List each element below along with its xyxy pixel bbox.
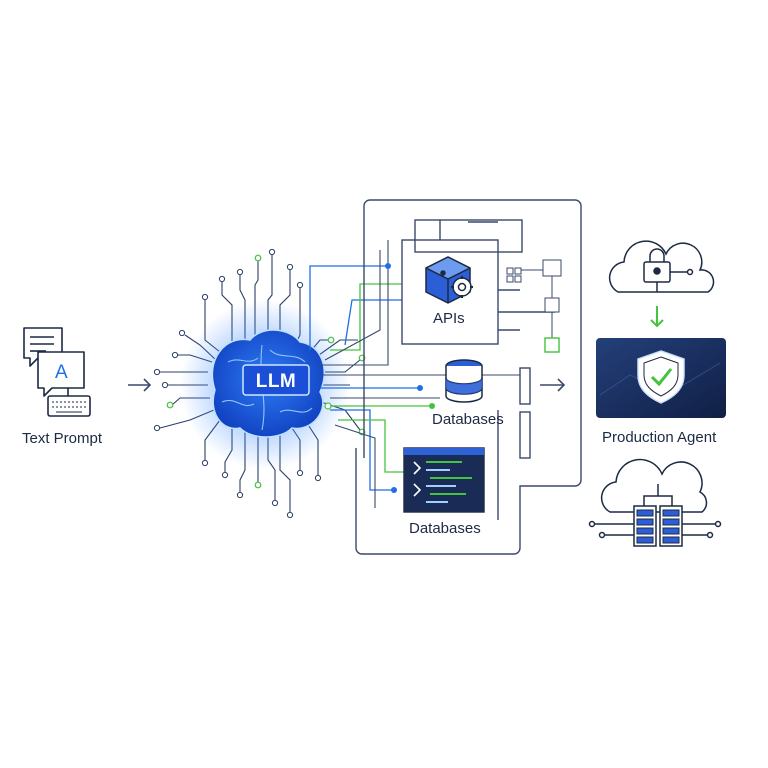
llm-label: LLM — [255, 371, 297, 392]
arrow-right-icon — [128, 378, 152, 392]
cube-gear-icon — [425, 256, 473, 304]
cloud-lock-icon — [608, 240, 715, 293]
databases-code-label: Databases — [409, 520, 481, 537]
shield-check-icon — [637, 350, 685, 404]
apis-label: APIs — [433, 310, 465, 327]
database-icon — [445, 359, 483, 403]
brain-icon — [211, 329, 325, 438]
arrow-right-icon — [540, 378, 566, 392]
databases-label: Databases — [432, 411, 504, 428]
connector-lines-dark — [318, 240, 520, 508]
connector-lines-green — [330, 283, 432, 473]
green-down-arrow — [650, 306, 664, 328]
production-agent-panel — [596, 338, 726, 418]
bubble-letter: A — [55, 362, 68, 383]
cloud-server-icon — [588, 458, 722, 547]
chat-keyboard-icon: A — [23, 327, 91, 417]
code-window-icon — [403, 447, 485, 513]
connector-lines-blue — [309, 265, 420, 491]
production-agent-label: Production Agent — [602, 429, 717, 446]
circuit-nodes — [153, 248, 322, 519]
text-prompt-label: Text Prompt — [22, 430, 103, 447]
tools-mini-grid — [506, 259, 562, 353]
